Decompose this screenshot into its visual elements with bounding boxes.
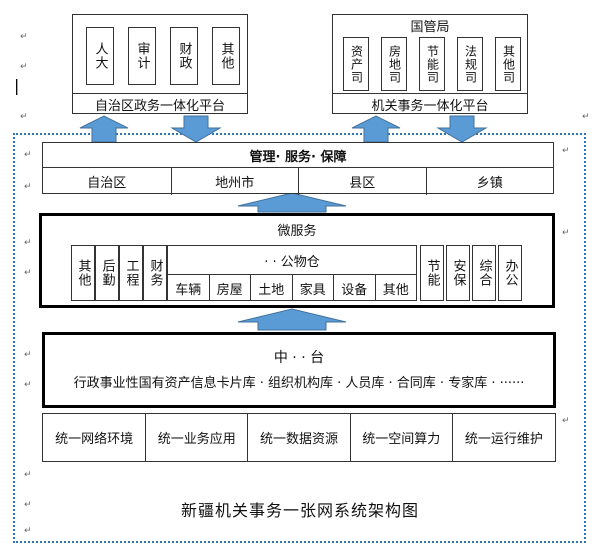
- warehouse-item-qita: 其他: [382, 282, 409, 298]
- paragraph-mark: ↵: [20, 112, 28, 122]
- ms-houqin: 后勤: [95, 245, 119, 301]
- diagram-caption: 新疆机关事务一张网系统架构图: [180, 501, 419, 520]
- paragraph-mark: ↵: [20, 62, 28, 72]
- middle-platform-title: 中 · · 台: [273, 350, 325, 366]
- paragraph-mark: ↵: [562, 228, 570, 238]
- paragraph-mark: ↵: [24, 526, 32, 536]
- regional-platform-box: 人大 审计 财政 其他 自治区政务一体化平台: [72, 14, 248, 114]
- unified-business-app: 统一业务应用: [146, 414, 249, 461]
- national-platform-label: 机关事务一体化平台: [333, 93, 527, 114]
- level-dizhoushi: 地州市: [172, 168, 299, 195]
- arrow-up-right: [351, 115, 401, 143]
- node-jienengsi: 节能司: [419, 37, 445, 91]
- micro-service-title: 微服务: [277, 223, 317, 239]
- node-zichansi: 资产司: [343, 37, 369, 91]
- paragraph-mark: ↵: [24, 470, 32, 480]
- arrow-up-left: [79, 115, 129, 143]
- ms-anbao: 安保: [446, 245, 470, 301]
- paragraph-mark: ↵: [24, 380, 32, 390]
- node-renda: 人大: [86, 27, 114, 85]
- node-caizheng: 财政: [170, 27, 198, 85]
- system-frame: [13, 133, 586, 543]
- paragraph-mark: ↵: [24, 238, 32, 248]
- micro-service-box: 微服务 其他 后勤 工程 财务 · · 公物仓 车辆 房屋 土地 家具 设备 其…: [39, 213, 555, 308]
- middle-platform-box: 中 · · 台 行政事业性国有资产信息卡片库 · 组织机构库 · 人员库 · 合…: [42, 332, 556, 408]
- management-title: 管理· 服务· 保障: [249, 149, 347, 165]
- level-xianqu: 县区: [299, 168, 427, 195]
- node-faguisi: 法规司: [457, 37, 483, 91]
- unified-ops: 统一运行维护: [464, 432, 543, 447]
- paragraph-mark: ↵: [24, 150, 32, 160]
- regional-platform-label: 自治区政务一体化平台: [73, 93, 247, 114]
- paragraph-mark: ↵: [562, 416, 570, 426]
- ms-zonghe: 综合: [472, 245, 496, 301]
- arrow-up-microservice: [237, 308, 347, 331]
- ms-qita: 其他: [71, 245, 95, 301]
- guoguanju-title: 国管局: [410, 19, 450, 35]
- node-shenji: 审计: [128, 27, 156, 85]
- unified-compute: 统一空间算力: [351, 414, 453, 461]
- management-box: 管理· 服务· 保障 自治区 地州市 县区 乡镇: [42, 142, 554, 195]
- warehouse-box: · · 公物仓 车辆 房屋 土地 家具 设备 其他: [167, 245, 417, 301]
- paragraph-mark: ↵: [24, 350, 32, 360]
- node-fangdisi: 房地司: [381, 37, 407, 91]
- node-qita: 其他: [212, 27, 240, 85]
- unified-network: 统一网络环境: [43, 414, 147, 461]
- arrow-down-right: [436, 115, 488, 143]
- node-qitasi: 其他司: [495, 37, 521, 91]
- warehouse-item-fangwu: 房屋: [210, 275, 251, 301]
- warehouse-item-tudi: 土地: [251, 275, 293, 301]
- warehouse-item-cheliang: 车辆: [168, 275, 210, 301]
- arrow-up-management: [237, 192, 347, 213]
- unified-data-resource: 统一数据资源: [248, 414, 351, 461]
- ms-bangong: 办公: [498, 245, 522, 301]
- paragraph-mark: ↵: [20, 32, 28, 42]
- warehouse-item-shebei: 设备: [334, 275, 376, 301]
- text-cursor: |: [14, 76, 20, 95]
- arrow-down-left: [170, 115, 222, 143]
- national-platform-box: 国管局 资产司 房地司 节能司 法规司 其他司 机关事务一体化平台: [332, 14, 528, 114]
- ms-caiwu: 财务: [143, 245, 167, 301]
- warehouse-title: · · 公物仓: [264, 254, 320, 270]
- paragraph-mark: ↵: [562, 146, 570, 156]
- paragraph-mark: ↵: [582, 112, 590, 122]
- level-xiangzhen: 乡镇: [476, 176, 503, 191]
- unified-row: 统一网络环境 统一业务应用 统一数据资源 统一空间算力 统一运行维护: [42, 413, 556, 462]
- middle-platform-databases: 行政事业性国有资产信息卡片库 · 组织机构库 · 人员库 · 合同库 · 专家库…: [73, 375, 525, 391]
- level-zizhiqu: 自治区: [43, 168, 172, 195]
- warehouse-item-jiaju: 家具: [293, 275, 334, 301]
- ms-jieneng: 节能: [420, 245, 444, 301]
- paragraph-mark: ↵: [24, 500, 32, 510]
- paragraph-mark: ↵: [24, 182, 32, 192]
- ms-gongcheng: 工程: [119, 245, 143, 301]
- paragraph-mark: ↵: [24, 268, 32, 278]
